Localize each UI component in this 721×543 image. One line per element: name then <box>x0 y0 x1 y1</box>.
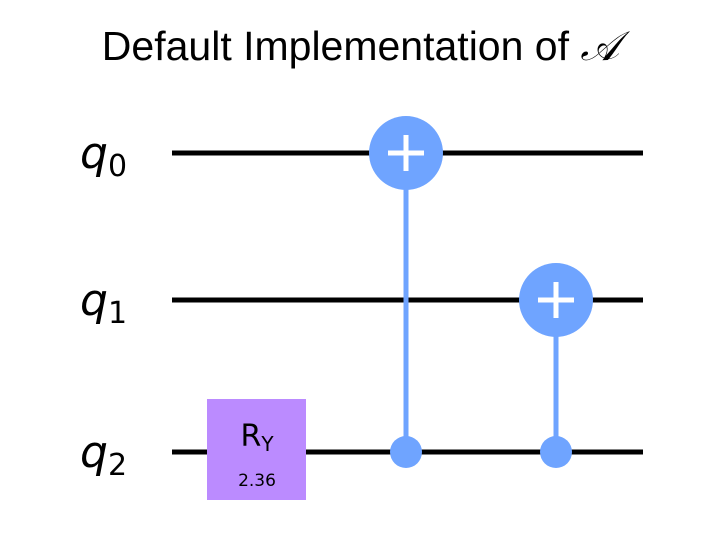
qubit-name: q <box>80 128 108 179</box>
qubit-label-q0: q0 <box>80 128 127 184</box>
ry-gate-subscript: Y <box>260 432 274 456</box>
diagram-title: Default Implementation of 𝒜 <box>0 22 721 71</box>
title-text: Default Implementation of <box>101 23 581 69</box>
cnot-1-control-dot <box>390 436 422 468</box>
qubit-index: 1 <box>108 296 127 331</box>
title-symbol: 𝒜 <box>580 22 620 70</box>
ry-gate-label: RY <box>240 419 274 456</box>
cnot-gate-1 <box>369 116 443 468</box>
qubit-index: 2 <box>108 448 127 483</box>
ry-gate-param: 2.36 <box>238 471 276 491</box>
ry-gate-letter: R <box>240 419 261 454</box>
ry-gate-box <box>207 399 306 500</box>
qubit-label-q1: q1 <box>80 275 127 331</box>
qubit-name: q <box>80 427 108 478</box>
qubit-label-q2: q2 <box>80 427 127 483</box>
ry-gate: RY 2.36 <box>207 399 306 500</box>
qubit-name: q <box>80 275 108 326</box>
qubit-index: 0 <box>108 149 127 184</box>
cnot-2-control-dot <box>540 436 572 468</box>
cnot-gate-2 <box>519 263 593 468</box>
